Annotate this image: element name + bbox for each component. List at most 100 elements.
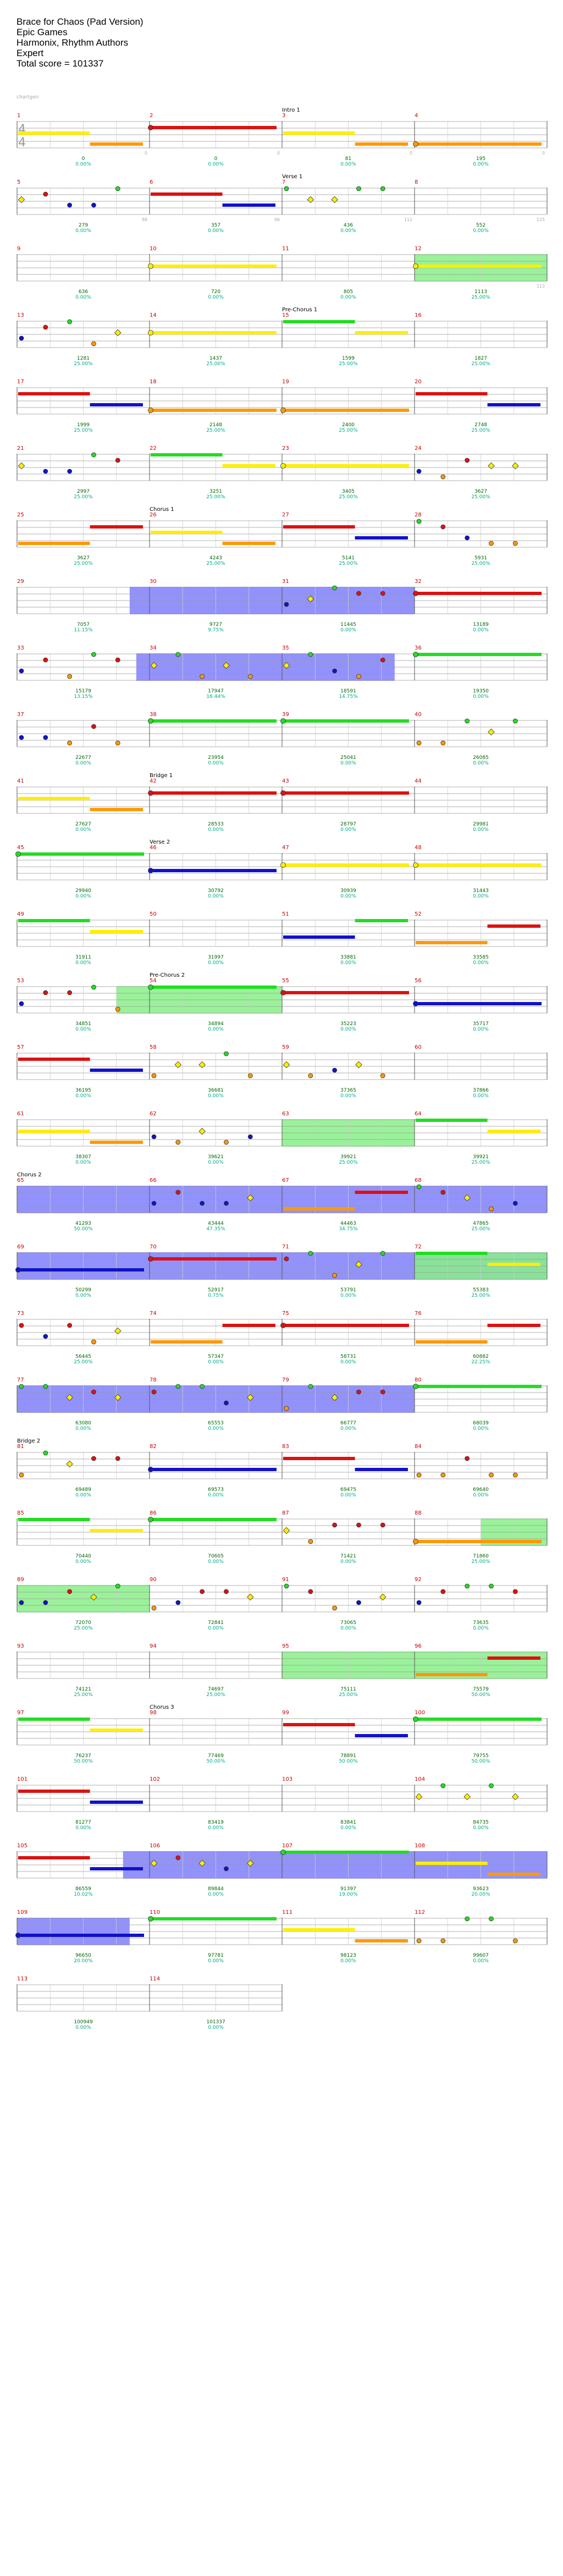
overdrive-percent: 0.00%	[208, 1027, 224, 1032]
measure-number: 69	[17, 1244, 24, 1250]
cumulative-score: 76237	[75, 1753, 91, 1759]
cumulative-score: 33881	[340, 955, 356, 960]
overdrive-percent: 0.00%	[473, 761, 489, 766]
note-gem	[380, 1389, 385, 1395]
cumulative-score: 5141	[342, 555, 355, 561]
measure-score: 112	[404, 217, 412, 222]
overdrive-percent: 0.00%	[473, 894, 489, 899]
overdrive-percent: 0.00%	[75, 894, 91, 899]
note-gem	[512, 1472, 518, 1478]
measure-number: 47	[282, 845, 289, 851]
note-gem	[284, 602, 289, 607]
cumulative-score: 0	[82, 156, 85, 162]
note-gem	[15, 1267, 21, 1273]
note-gem	[380, 591, 385, 596]
note-gem	[413, 141, 418, 147]
song-title: Brace for Chaos (Pad Version)	[16, 16, 143, 27]
overdrive-percent: 13.15%	[74, 694, 93, 700]
note-gem	[224, 1201, 229, 1206]
overdrive-percent: 0.00%	[340, 628, 356, 633]
measure-number: 113	[17, 1976, 27, 1982]
cumulative-score: 74697	[208, 1687, 224, 1692]
measure-number: 66	[150, 1177, 157, 1184]
overdrive-percent: 0.00%	[208, 1892, 224, 1897]
cumulative-score: 11445	[340, 622, 356, 628]
overdrive-percent: 10.02%	[74, 1892, 93, 1897]
note-gem	[91, 341, 96, 346]
measure-number: 89	[17, 1577, 24, 1583]
cumulative-score: 34894	[208, 1021, 224, 1027]
note-gem	[67, 674, 73, 679]
note-gem	[91, 984, 96, 990]
measure-number: 18	[150, 379, 157, 385]
note-gem	[356, 1522, 361, 1528]
note-gem	[465, 1916, 470, 1922]
measure-number: 39	[282, 712, 289, 718]
measure-number: 1	[17, 113, 20, 119]
section-label: Chorus 3	[150, 1704, 174, 1710]
overdrive-percent: 0.00%	[75, 1093, 91, 1099]
note-gem	[308, 1073, 313, 1078]
note-gem	[440, 474, 446, 480]
note-gem	[416, 1472, 422, 1478]
cumulative-score: 35717	[473, 1021, 489, 1027]
overdrive-percent: 0.00%	[75, 761, 91, 766]
cumulative-score: 97781	[208, 1953, 224, 1958]
note-gem	[114, 1327, 122, 1335]
cumulative-score: 31443	[473, 888, 489, 894]
note-gem	[332, 1522, 338, 1528]
note-gem	[380, 657, 385, 663]
measure-number: 38	[150, 712, 157, 718]
cumulative-score: 27627	[75, 822, 91, 827]
note-gem	[91, 724, 96, 729]
measure-number: 53	[17, 978, 24, 984]
note-gem	[148, 1467, 153, 1472]
cumulative-score: 1827	[474, 356, 487, 361]
note-gem	[91, 1339, 96, 1345]
overdrive-percent: 0.00%	[208, 295, 224, 300]
measure-number: 34	[150, 645, 157, 651]
overdrive-percent: 0.00%	[340, 1359, 356, 1365]
song-charter: Harmonix, Rhythm Authors	[16, 37, 129, 48]
note-gem	[280, 1323, 286, 1328]
note-gem	[308, 1251, 313, 1256]
overdrive-percent: 0.00%	[75, 827, 91, 833]
measure-number: 60	[415, 1044, 422, 1050]
overdrive-percent: 0.00%	[473, 1958, 489, 1964]
measure-number: 109	[17, 1909, 27, 1916]
measure-number: 44	[415, 778, 422, 784]
note-gem	[67, 1589, 73, 1594]
note-gem	[175, 1384, 181, 1389]
measure-number: 80	[415, 1377, 422, 1383]
overdrive-percent: 34.75%	[339, 1226, 358, 1232]
measure-number: 82	[150, 1444, 157, 1450]
note-gem	[284, 1406, 289, 1411]
measure-number: 30	[150, 579, 157, 585]
note-gem	[280, 408, 286, 413]
overdrive-percent: 0.00%	[473, 1493, 489, 1498]
note-gem	[307, 196, 314, 203]
measure-number: 49	[17, 911, 24, 917]
cumulative-score: 1999	[77, 422, 90, 428]
measure-number: 59	[282, 1044, 289, 1050]
note-gem	[148, 330, 153, 335]
note-gem	[148, 1517, 153, 1522]
note-gem	[440, 740, 446, 746]
overdrive-percent: 50.00%	[206, 1759, 225, 1764]
note-gem	[19, 668, 24, 674]
overdrive-percent: 0.00%	[75, 1027, 91, 1032]
note-gem	[91, 202, 96, 208]
note-gem	[91, 1456, 96, 1461]
cumulative-score: 28797	[340, 822, 356, 827]
cumulative-score: 81	[345, 156, 351, 162]
overdrive-percent: 25.00%	[339, 428, 358, 433]
note-gem	[91, 652, 96, 657]
cumulative-score: 71860	[473, 1554, 489, 1559]
cumulative-score: 28533	[208, 822, 224, 827]
cumulative-score: 35223	[340, 1021, 356, 1027]
measure-number: 12	[415, 246, 422, 252]
cumulative-score: 3405	[342, 489, 355, 494]
section-label: Pre-Chorus 2	[150, 972, 185, 978]
measure-number: 3	[282, 113, 285, 119]
